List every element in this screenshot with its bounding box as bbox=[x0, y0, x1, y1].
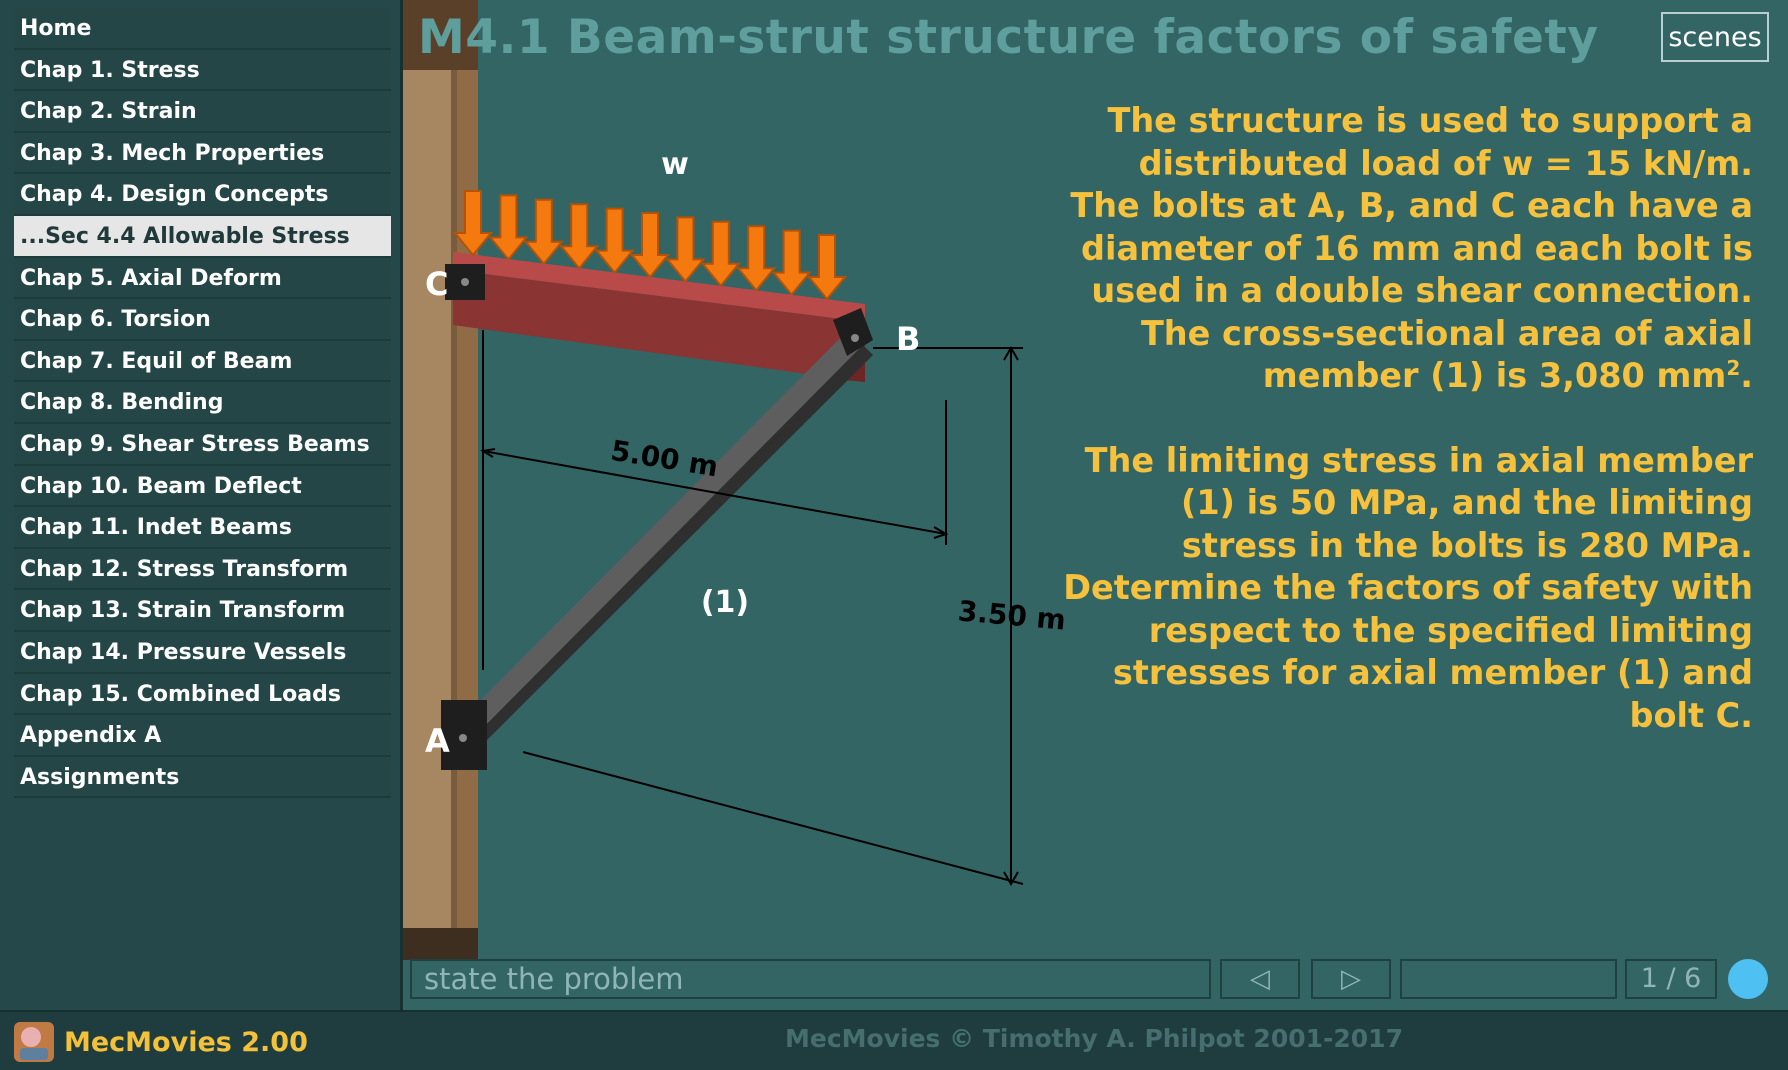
sidebar-item-16[interactable]: Chap 15. Combined Loads bbox=[14, 673, 391, 716]
sidebar-item-8[interactable]: Chap 7. Equil of Beam bbox=[14, 340, 391, 383]
sidebar-item-1[interactable]: Chap 1. Stress bbox=[14, 49, 391, 92]
brand-name: MecMovies 2.00 bbox=[64, 1026, 308, 1058]
sidebar-item-15[interactable]: Chap 14. Pressure Vessels bbox=[14, 631, 391, 674]
beam-strut-figure: w C B A (1) 5.00 m 3.50 m bbox=[403, 0, 1067, 960]
point-a-label: A bbox=[425, 722, 450, 760]
previous-button[interactable]: ◁ bbox=[1220, 959, 1300, 999]
point-b-label: B bbox=[896, 320, 920, 358]
copyright-notice: MecMovies © Timothy A. Philpot 2001-2017 bbox=[785, 1024, 1403, 1053]
sidebar-item-11[interactable]: Chap 10. Beam Deflect bbox=[14, 465, 391, 508]
problem-p1-end: . bbox=[1740, 356, 1753, 395]
main-panel: w C B A (1) 5.00 m 3.50 m M4.1 Beam-stru… bbox=[403, 0, 1788, 1010]
problem-statement: The structure is used to support a distr… bbox=[1063, 100, 1753, 737]
brand[interactable]: MecMovies 2.00 bbox=[14, 1020, 308, 1064]
sidebar-item-9[interactable]: Chap 8. Bending bbox=[14, 382, 391, 424]
sidebar-item-13[interactable]: Chap 12. Stress Transform bbox=[14, 548, 391, 591]
dimension-lines bbox=[480, 330, 1024, 886]
load-arrow-icon bbox=[523, 198, 564, 266]
load-label: w bbox=[661, 147, 689, 182]
sidebar-item-17[interactable]: Appendix A bbox=[14, 715, 391, 757]
wall bbox=[403, 0, 478, 960]
sidebar-item-4[interactable]: Chap 4. Design Concepts bbox=[14, 174, 391, 216]
point-c-label: C bbox=[425, 265, 448, 303]
sidebar-item-5[interactable]: ...Sec 4.4 Allowable Stress bbox=[14, 215, 391, 258]
load-arrow-icon bbox=[559, 203, 600, 270]
sidebar-item-0[interactable]: Home bbox=[14, 8, 391, 50]
problem-paragraph-2: The limiting stress in axial member (1) … bbox=[1063, 440, 1753, 735]
load-arrow-icon bbox=[488, 194, 529, 261]
load-arrow-icon bbox=[665, 216, 706, 283]
dim-vertical-label: 3.50 m bbox=[957, 594, 1067, 636]
problem-p1-text: The structure is used to support a distr… bbox=[1070, 101, 1753, 395]
sidebar-item-7[interactable]: Chap 6. Torsion bbox=[14, 299, 391, 341]
area-unit-superscript: 2 bbox=[1726, 355, 1741, 380]
step-caption: state the problem bbox=[410, 959, 1211, 999]
strut-member bbox=[453, 330, 873, 756]
load-arrow-icon bbox=[594, 207, 635, 275]
sidebar-item-18[interactable]: Assignments bbox=[14, 756, 391, 799]
sidebar-item-3[interactable]: Chap 3. Mech Properties bbox=[14, 132, 391, 175]
bracket-a bbox=[441, 700, 487, 770]
page-title: M4.1 Beam-strut structure factors of saf… bbox=[418, 10, 1599, 65]
mecmovies-logo-icon bbox=[14, 1022, 54, 1062]
next-button[interactable]: ▷ bbox=[1311, 959, 1391, 999]
problem-paragraph-1: The structure is used to support a distr… bbox=[1063, 100, 1753, 398]
sidebar-item-14[interactable]: Chap 13. Strain Transform bbox=[14, 590, 391, 632]
load-arrow-icon bbox=[700, 220, 741, 288]
distributed-load-arrows bbox=[452, 190, 848, 301]
sidebar-item-6[interactable]: Chap 5. Axial Deform bbox=[14, 257, 391, 300]
scenes-button[interactable]: scenes bbox=[1661, 12, 1769, 62]
bottom-bar: MecMovies 2.00 MecMovies © Timothy A. Ph… bbox=[0, 1010, 1788, 1070]
load-arrow-icon bbox=[629, 212, 671, 279]
next-arrow-icon: ▷ bbox=[1341, 964, 1361, 994]
load-arrow-icon bbox=[806, 234, 848, 301]
load-arrow-icon bbox=[452, 190, 494, 257]
sidebar-item-10[interactable]: Chap 9. Shear Stress Beams bbox=[14, 423, 391, 466]
page-indicator: 1 / 6 bbox=[1625, 959, 1717, 999]
load-arrow-icon bbox=[736, 225, 777, 292]
blank-control-box bbox=[1400, 959, 1617, 999]
prev-arrow-icon: ◁ bbox=[1250, 964, 1270, 994]
bracket-b bbox=[833, 308, 873, 356]
sidebar-item-2[interactable]: Chap 2. Strain bbox=[14, 91, 391, 133]
status-indicator-icon[interactable] bbox=[1728, 959, 1768, 999]
load-arrow-icon bbox=[771, 229, 812, 297]
sidebar-item-12[interactable]: Chap 11. Indet Beams bbox=[14, 507, 391, 549]
beam bbox=[453, 252, 865, 382]
member-label: (1) bbox=[701, 585, 749, 620]
bracket-c bbox=[445, 264, 485, 300]
